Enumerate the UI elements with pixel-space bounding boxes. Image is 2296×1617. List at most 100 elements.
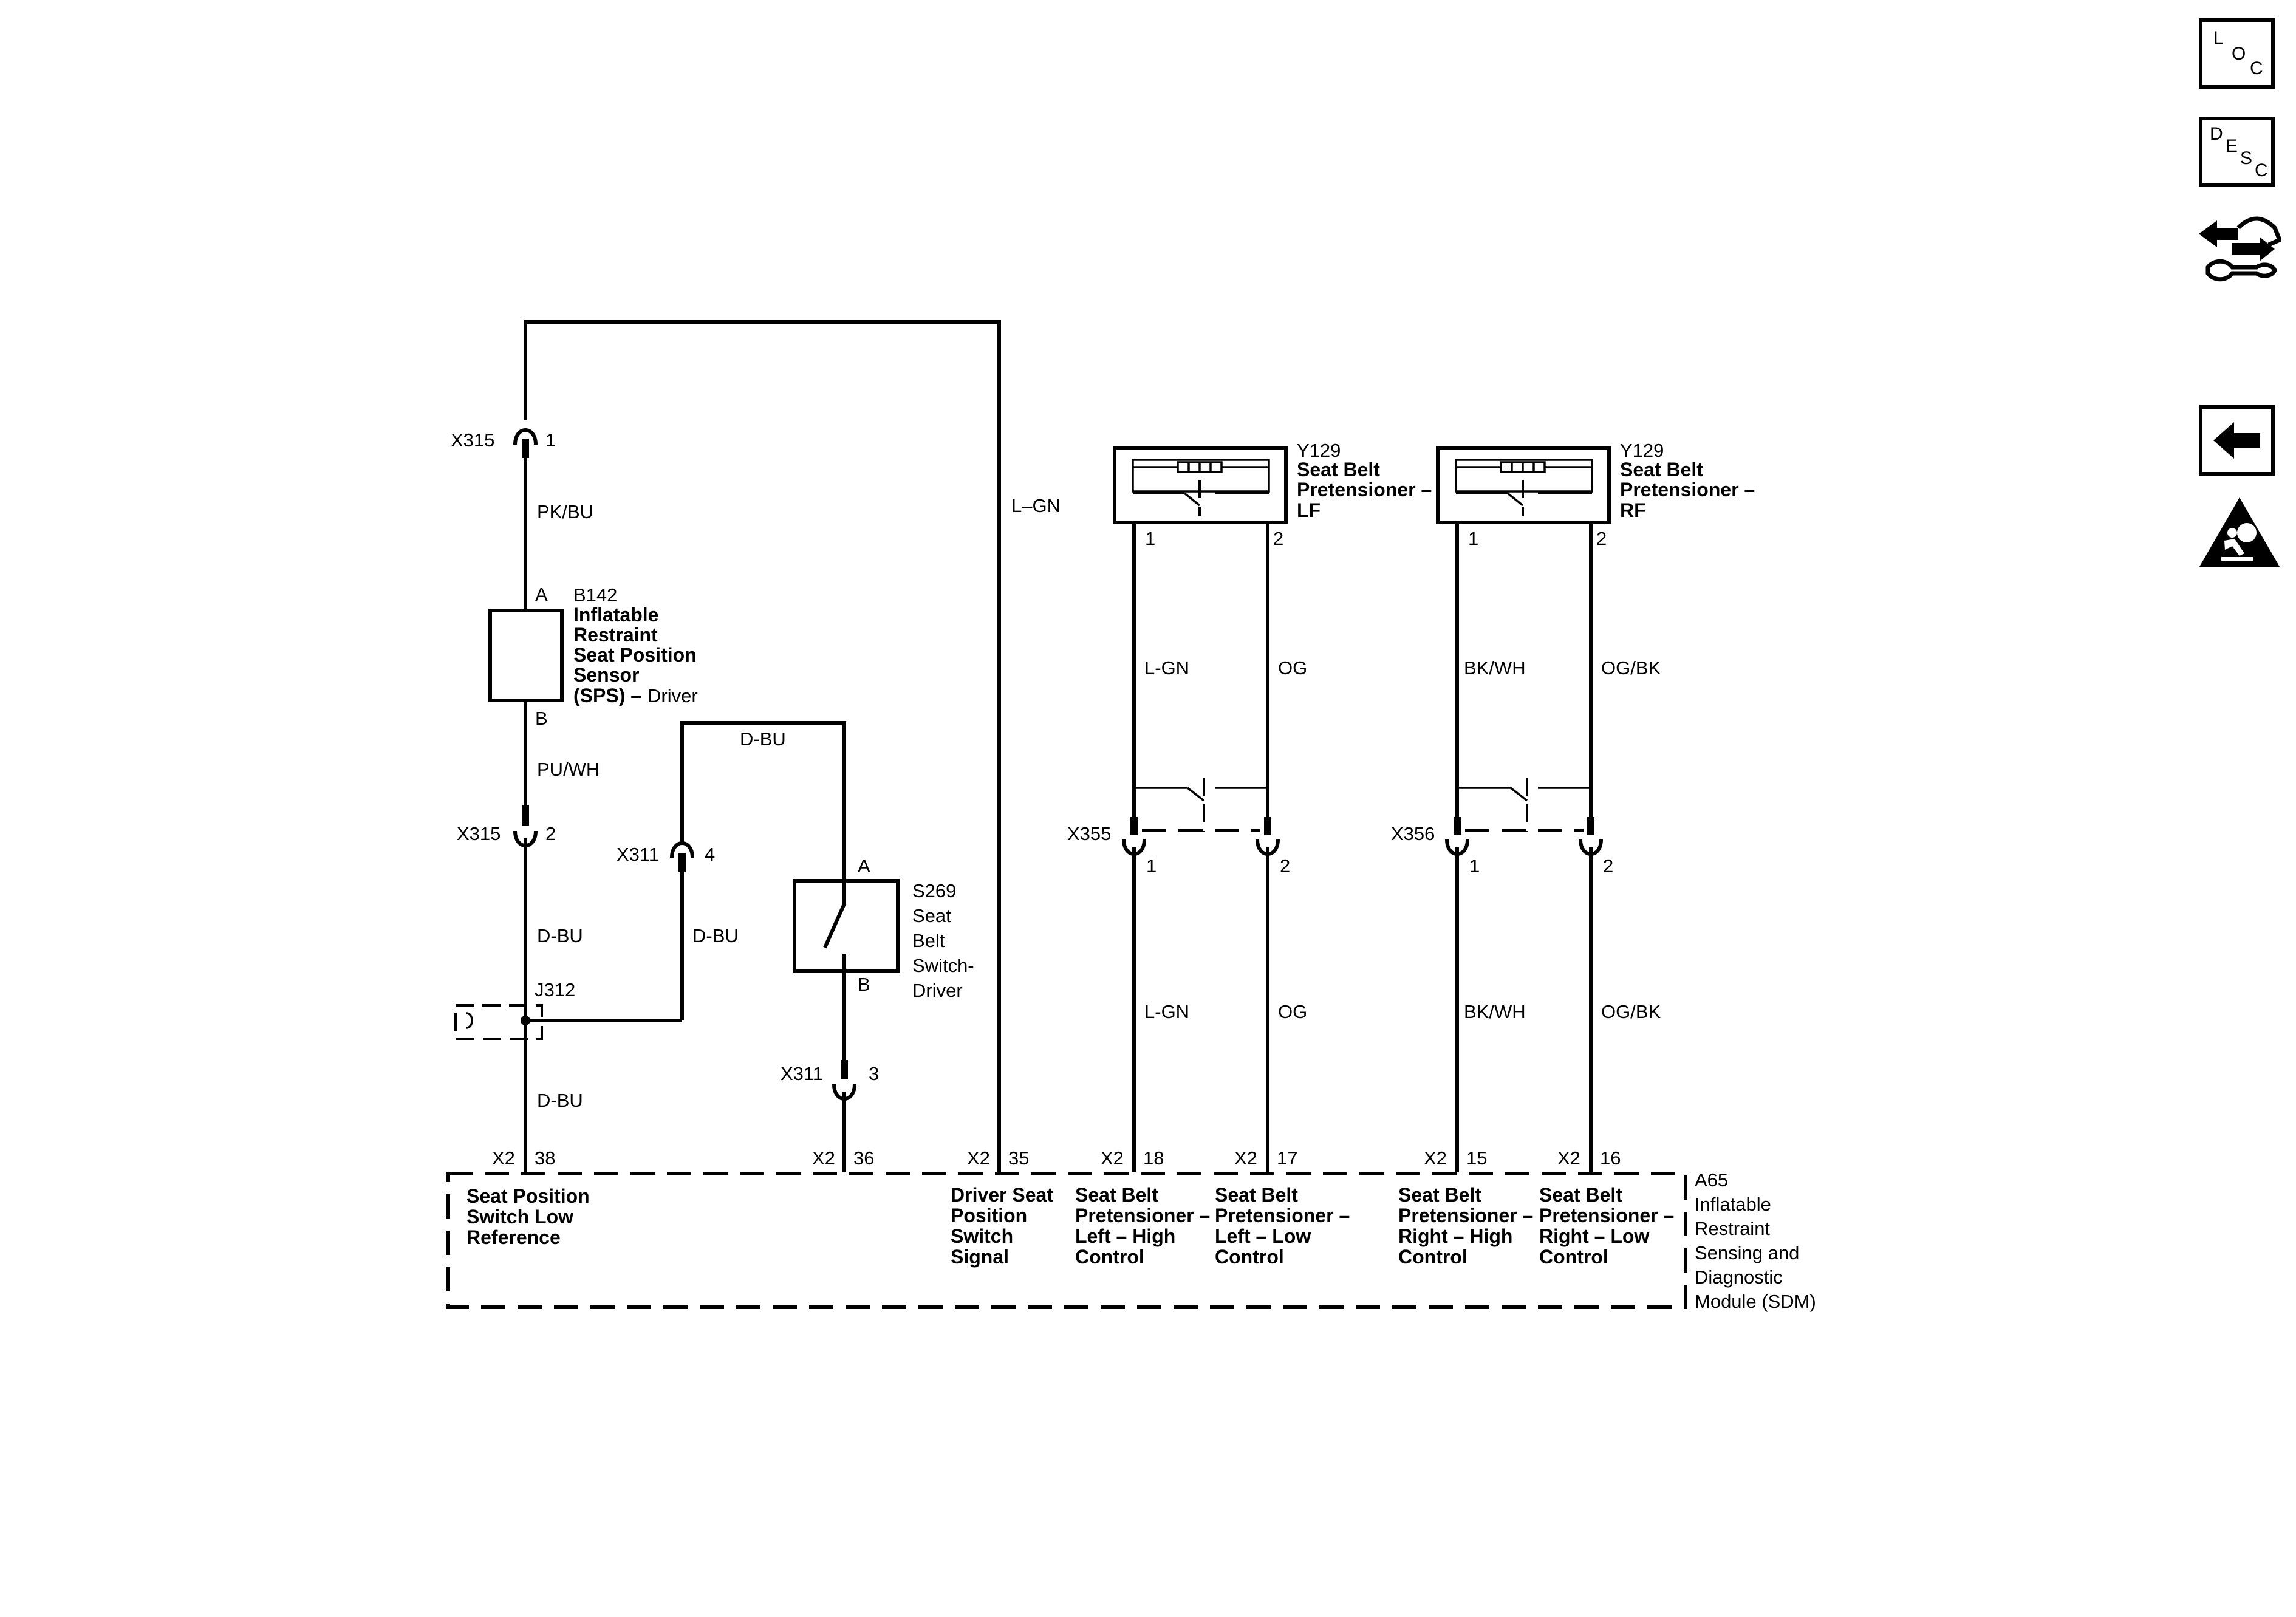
desc-letter-c: C: [2255, 160, 2268, 180]
y129-rf-line-1: Y129: [1620, 440, 1664, 461]
circuit-driver-seat-line-2: Position: [951, 1205, 1027, 1226]
x315-top-pin: 1: [545, 429, 556, 451]
circuit-right-high-line-4: Control: [1398, 1246, 1467, 1268]
sdm-x2-label-18: X2: [1101, 1147, 1124, 1169]
b142-line-2: Restraint: [573, 624, 658, 646]
description-button[interactable]: D E S C: [2199, 117, 2275, 187]
sdm-module-line-1: A65: [1695, 1169, 1728, 1191]
x356-pin1: 1: [1469, 855, 1480, 877]
y129-rf-pin2: 2: [1596, 528, 1607, 549]
y129-lf-line-1: Y129: [1297, 440, 1341, 461]
sdm-x2-label-36: X2: [812, 1147, 835, 1169]
x315-bottom-pin: 2: [545, 823, 556, 844]
sdm-x2-label-16: X2: [1557, 1147, 1580, 1169]
airbag-warning-button[interactable]: [2197, 495, 2282, 571]
b142-line-1: Inflatable: [573, 604, 658, 626]
wire-pkbu-label: PK/BU: [537, 501, 593, 522]
circuit-left-low-line-2: Pretensioner –: [1215, 1205, 1350, 1226]
circuit-seat-position-line-3: Reference: [466, 1226, 561, 1248]
circuit-left-low-line-4: Control: [1215, 1246, 1284, 1268]
x311-top-id: X311: [617, 844, 659, 865]
circuit-right-low-line-3: Right – Low: [1539, 1225, 1649, 1247]
sdm-x2-label-17: X2: [1234, 1147, 1257, 1169]
sdm-module-box: [446, 1172, 1687, 1309]
sdm-pin-18: 18: [1143, 1147, 1164, 1169]
switch-contact: [823, 903, 846, 949]
lf-wire-lower-2: OG: [1278, 1001, 1307, 1022]
b142-line-5-bold: (SPS) –: [573, 685, 641, 706]
x315-top-connector-icon: [513, 428, 538, 445]
sdm-pin-36: 36: [853, 1147, 874, 1169]
b142-id: B142: [573, 584, 617, 606]
desc-letter-s: S: [2240, 148, 2253, 168]
center-branch-labels: D-BU X311 4 D-BU A B S269 Seat Belt Swit…: [617, 495, 1061, 1084]
lf-wire-upper-2: OG: [1278, 657, 1307, 679]
circuit-right-low-line-2: Pretensioner –: [1539, 1205, 1674, 1226]
sdm-x2-label-15: X2: [1424, 1147, 1447, 1169]
rf-wire-upper-1: BK/WH: [1464, 657, 1526, 679]
b142-sensor-box: [488, 609, 564, 702]
circuit-right-high-line-2: Pretensioner –: [1398, 1205, 1533, 1226]
wire-dbu-top-label: D-BU: [740, 728, 786, 750]
loc-letter-c: C: [2250, 58, 2263, 78]
y129-lf-line-3: Pretensioner –: [1297, 479, 1432, 501]
sdm-x2-label-38: X2: [492, 1147, 515, 1169]
b142-pin-a: A: [535, 584, 548, 605]
loc-letter-o: O: [2232, 44, 2246, 64]
connector-end-view-icon: [2199, 216, 2283, 282]
b142-pin-b: B: [535, 708, 548, 729]
desc-letter-e: E: [2226, 136, 2238, 156]
circuit-driver-seat-line-4: Signal: [951, 1246, 1009, 1268]
airbag-warning-icon: [2199, 497, 2280, 567]
sdm-pin-16: 16: [1600, 1147, 1621, 1169]
s269-line-2: Seat: [912, 905, 951, 926]
location-button[interactable]: L O C: [2199, 18, 2275, 89]
s269-pin-a: A: [858, 855, 870, 877]
wire-lgn-loop: [524, 320, 1001, 1172]
rf-wire-lower-2: OG/BK: [1601, 1001, 1661, 1022]
circuit-right-low-line-4: Control: [1539, 1246, 1608, 1268]
s269-line-1: S269: [912, 880, 956, 901]
x315-top-id: X315: [451, 429, 494, 451]
circuit-left-high-line-2: Pretensioner –: [1075, 1205, 1210, 1226]
back-button[interactable]: [2199, 405, 2275, 476]
sdm-module-line-6: Module (SDM): [1695, 1291, 1816, 1312]
y129-lf-line-2: Seat Belt: [1297, 459, 1380, 480]
s269-line-4: Switch-: [912, 955, 974, 976]
circuit-left-low-line-1: Seat Belt: [1215, 1184, 1298, 1206]
connector-end-view-button[interactable]: [2196, 210, 2283, 289]
x356-pin2: 2: [1603, 855, 1613, 877]
rf-wire-lower-1: BK/WH: [1464, 1001, 1526, 1022]
y129-lf-pretensioner: [1113, 446, 1288, 1172]
loc-letter-l: L: [2213, 28, 2224, 48]
sdm-x2-label-35: X2: [967, 1147, 990, 1169]
sdm-pin-35: 35: [1008, 1147, 1029, 1169]
circuit-right-high-line-1: Seat Belt: [1398, 1184, 1481, 1206]
y129-lf-pin2: 2: [1273, 528, 1283, 549]
circuit-right-low-line-1: Seat Belt: [1539, 1184, 1622, 1206]
s269-switch: [793, 879, 900, 1172]
rf-wire-upper-2: OG/BK: [1601, 657, 1661, 679]
sdm-pin-38: 38: [535, 1147, 555, 1169]
lf-wire-lower-1: L-GN: [1144, 1001, 1189, 1022]
sdm-module-line-4: Sensing and: [1695, 1242, 1799, 1263]
b142-line-3: Seat Position: [573, 644, 697, 666]
wire-puwh-label: PU/WH: [537, 759, 600, 780]
circuit-right-high-line-3: Right – High: [1398, 1225, 1512, 1247]
wire-dbu-bottom-label: D-BU: [537, 1090, 583, 1111]
y129-rf-line-2: Seat Belt: [1620, 459, 1703, 480]
x311-top-pin: 4: [705, 844, 715, 865]
x315-bottom-id: X315: [457, 823, 501, 844]
j312-label: J312: [535, 979, 575, 1000]
sdm-module-line-2: Inflatable: [1695, 1194, 1771, 1215]
circuit-left-low-line-3: Left – Low: [1215, 1225, 1311, 1247]
loc-icon: L O C: [2202, 22, 2271, 85]
b142-line-5-plain: Driver: [647, 685, 698, 706]
sdm-module-labels: A65 Inflatable Restraint Sensing and Dia…: [1695, 1169, 1816, 1312]
circuit-driver-seat-line-1: Driver Seat: [951, 1184, 1053, 1206]
sdm-pin-17: 17: [1277, 1147, 1297, 1169]
circuit-seat-position-line-2: Switch Low: [466, 1206, 573, 1228]
wire-lgn-long-label: L–GN: [1011, 495, 1061, 516]
left-branch-labels: X315 1 PK/BU A B142 Inflatable Restraint…: [451, 429, 698, 1111]
x311-bottom-id: X311: [781, 1063, 823, 1084]
